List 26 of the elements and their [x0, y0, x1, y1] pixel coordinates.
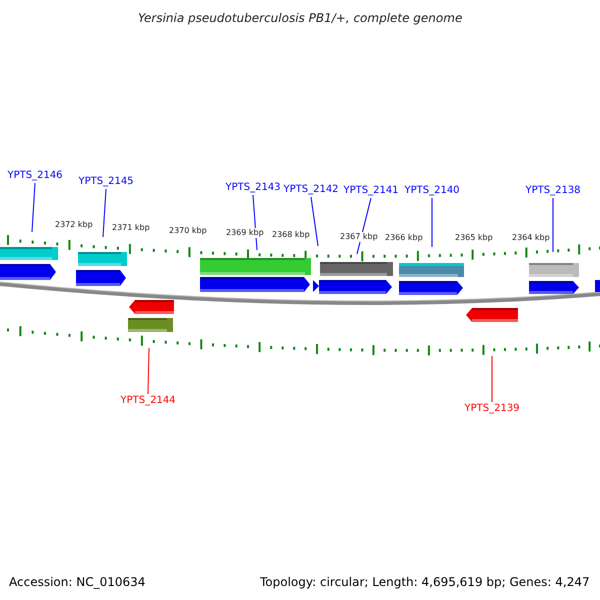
gene-label: YPTS_2146 [8, 170, 63, 182]
scale-label: 2367 kbp [340, 232, 378, 242]
gene-label: YPTS_2143 [226, 182, 281, 194]
scale-label: 2368 kbp [272, 230, 310, 240]
gene-label: YPTS_2145 [78, 176, 134, 188]
scale-label: 2369 kbp [226, 228, 264, 238]
scale-label: 2365 kbp [455, 233, 493, 243]
gene-label: YPTS_2139 [464, 403, 520, 415]
gene-label: YPTS_2138 [526, 185, 581, 197]
gene-label: YPTS_2140 [404, 185, 460, 197]
scale-label: 2371 kbp [112, 223, 150, 233]
scale-label: 2372 kbp [55, 220, 93, 230]
scale-label: 2370 kbp [169, 226, 207, 236]
leader-line [102, 188, 106, 238]
leader-line [32, 182, 36, 232]
diagram-title: Yersinia pseudotuberculosis PB1/+, complete genome [138, 11, 462, 25]
scale-label: 2364 kbp [512, 233, 550, 243]
accession-text: Accession: NC_010634 [9, 575, 146, 589]
leader-line [552, 198, 554, 252]
leader-line [310, 196, 318, 246]
gene-label: YPTS_2141 [344, 185, 399, 197]
gene-label: YPTS_2142 [284, 184, 339, 196]
scale-label: 2366 kbp [385, 233, 423, 243]
genome-summary-text: Topology: circular; Length: 4,695,619 bp; Genes: 4,247 [260, 575, 590, 589]
gene-label: YPTS_2144 [120, 395, 176, 407]
leader-line [148, 348, 150, 394]
